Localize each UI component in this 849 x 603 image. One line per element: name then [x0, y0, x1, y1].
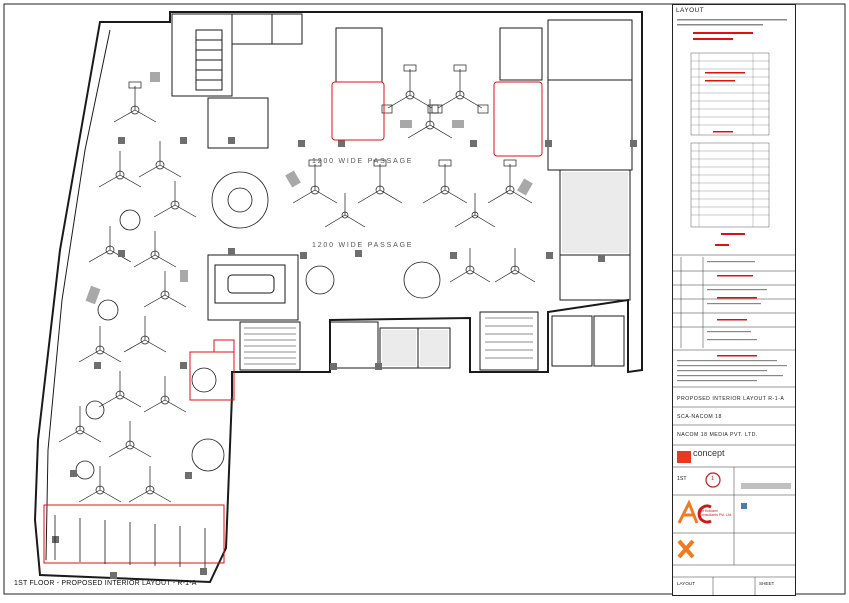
bottom-left-label: LAYOUT	[677, 581, 696, 586]
building-outline	[33, 11, 643, 584]
perimeter-wall	[45, 29, 111, 561]
bottom-right-label: SHEET	[759, 581, 775, 586]
core-blocks	[171, 13, 633, 371]
grey-accents	[85, 72, 533, 305]
room-fills	[382, 172, 628, 366]
red-highlights	[43, 81, 543, 564]
title-block: LAYOUT PROPOSED INTERIOR LAYOUT R-1-A SC…	[672, 4, 796, 596]
conference-table	[227, 274, 275, 294]
workstation-clusters	[58, 64, 536, 503]
sheet-number: 1ST	[677, 476, 687, 482]
bottom-partitions	[54, 515, 206, 568]
project-title: PROPOSED INTERIOR LAYOUT R-1-A	[677, 396, 785, 402]
sheet-border	[3, 3, 846, 595]
project-code: SCA-NACOM 18	[677, 414, 722, 420]
logo-concept-text: concept	[693, 448, 725, 458]
round-tables	[75, 171, 441, 480]
client-name: NACOM 18 MEDIA PVT. LTD.	[677, 432, 758, 438]
structural-columns	[52, 137, 637, 579]
title-block-grid	[673, 19, 795, 595]
logo-ac-text: Ajit Kulkarni Consultants Pvt. Ltd.	[699, 509, 733, 517]
passage-label-upper: 1200 WIDE PASSAGE	[312, 158, 413, 165]
drawing-caption: 1ST FLOOR - PROPOSED INTERIOR LAYOUT - R…	[14, 580, 197, 587]
stair	[244, 317, 533, 365]
title-block-heading: LAYOUT	[676, 7, 705, 14]
revision-mark: 1	[711, 476, 715, 482]
passage-label-lower: 1200 WIDE PASSAGE	[312, 242, 413, 249]
